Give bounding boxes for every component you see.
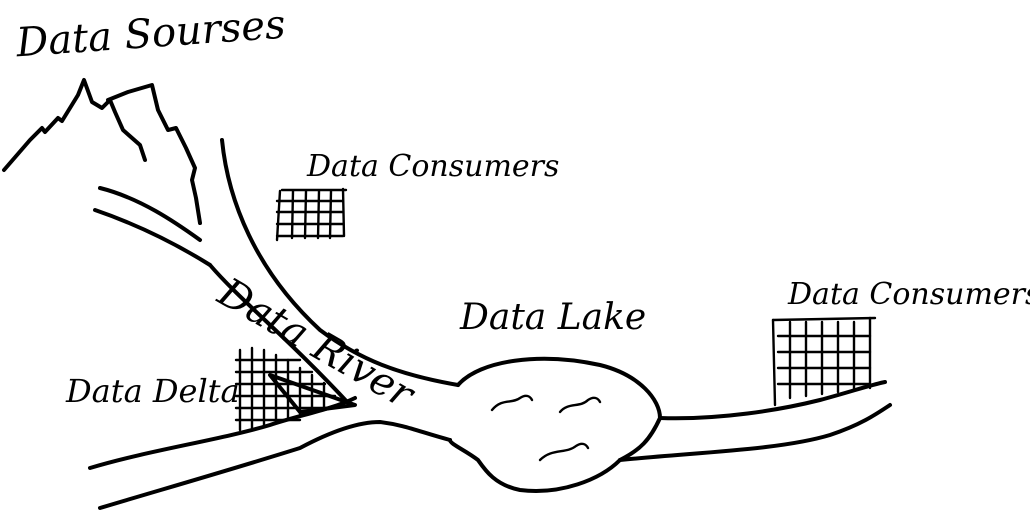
outflow-upper-bank: [660, 382, 885, 418]
data-lake-label: Data Lake: [460, 300, 646, 336]
ripple-icon: [540, 444, 588, 460]
ripple-icon: [560, 398, 600, 412]
river-inner-bank: [95, 210, 210, 265]
mountains-icon: [4, 80, 200, 223]
ripple-icon: [492, 396, 532, 410]
table-grid-icon: [277, 189, 346, 240]
data-delta-label: Data Delta: [66, 375, 240, 407]
lake-outline: [450, 359, 660, 491]
table-grid-icon: [773, 318, 875, 405]
data-consumers-label-right: Data Consumers: [788, 280, 1030, 310]
delta-lower-bank: [100, 422, 450, 508]
data-consumers-label-top: Data Consumers: [307, 152, 559, 182]
